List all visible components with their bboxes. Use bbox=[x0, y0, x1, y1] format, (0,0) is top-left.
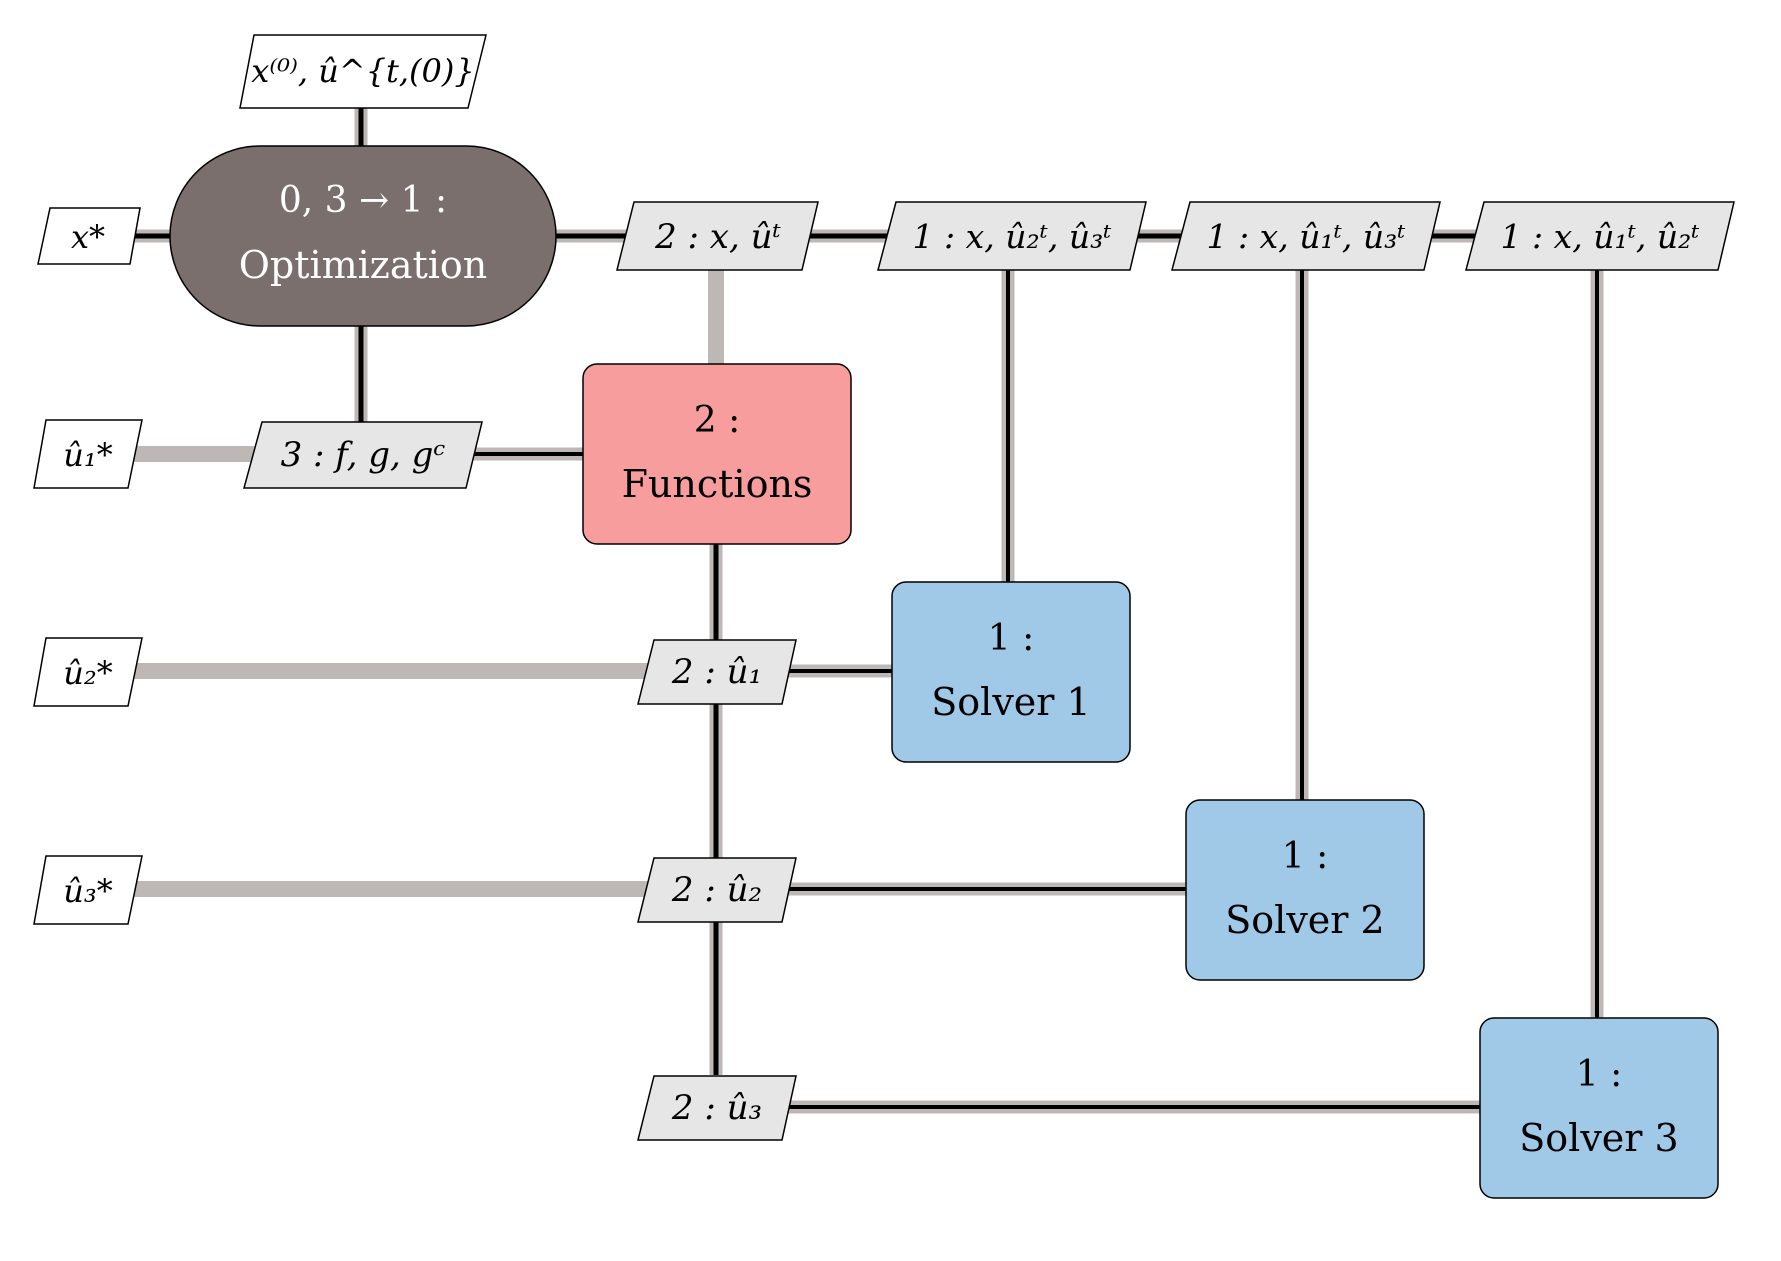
solver3-node[interactable]: 1 : Solver 3 bbox=[1479, 1017, 1719, 1199]
data-u3-label: 2 : û₃ bbox=[671, 1088, 762, 1128]
data-u1-star-label: û₁* bbox=[63, 436, 112, 474]
data-u1-label: 2 : û₁ bbox=[671, 652, 762, 692]
solver2-node[interactable]: 1 : Solver 2 bbox=[1185, 799, 1425, 981]
data-u2-star[interactable]: û₂* bbox=[33, 637, 143, 707]
optimizer-step: 0, 3 → 1 : bbox=[279, 180, 447, 221]
data-u1-star[interactable]: û₁* bbox=[33, 419, 143, 489]
functions-name: Functions bbox=[622, 462, 813, 506]
functions-node[interactable]: 2 : Functions bbox=[582, 363, 852, 545]
solver2-step: 1 : bbox=[1282, 836, 1328, 877]
data-opt-to-func-label: 2 : x, ûᵗ bbox=[654, 217, 781, 257]
solver2-name: Solver 2 bbox=[1225, 898, 1384, 942]
data-x-star[interactable]: x* bbox=[37, 207, 141, 265]
data-u1[interactable]: 2 : û₁ bbox=[637, 639, 797, 705]
solver1-step: 1 : bbox=[988, 618, 1034, 659]
data-opt-to-s1-label: 1 : x, û₂ᵗ, û₃ᵗ bbox=[913, 217, 1112, 256]
data-u2[interactable]: 2 : û₂ bbox=[637, 857, 797, 923]
data-initial[interactable]: x⁽⁰⁾, û^{t,(0)} bbox=[239, 34, 487, 109]
data-opt-to-s3[interactable]: 1 : x, û₁ᵗ, û₂ᵗ bbox=[1465, 201, 1735, 271]
data-func-to-opt-label: 3 : f, g, gᶜ bbox=[281, 435, 446, 475]
data-opt-to-s2-label: 1 : x, û₁ᵗ, û₃ᵗ bbox=[1207, 217, 1406, 256]
data-opt-to-func[interactable]: 2 : x, ûᵗ bbox=[616, 201, 819, 271]
data-opt-to-s3-label: 1 : x, û₁ᵗ, û₂ᵗ bbox=[1501, 217, 1700, 256]
solver1-node[interactable]: 1 : Solver 1 bbox=[891, 581, 1131, 763]
solver1-name: Solver 1 bbox=[931, 680, 1090, 724]
solver3-step: 1 : bbox=[1576, 1054, 1622, 1095]
data-opt-to-s2[interactable]: 1 : x, û₁ᵗ, û₃ᵗ bbox=[1171, 201, 1441, 271]
data-opt-to-s1[interactable]: 1 : x, û₂ᵗ, û₃ᵗ bbox=[877, 201, 1147, 271]
data-u2-star-label: û₂* bbox=[63, 654, 112, 692]
optimizer-node[interactable]: 0, 3 → 1 : Optimization bbox=[169, 145, 557, 327]
data-x-star-label: x* bbox=[71, 218, 105, 256]
solver3-name: Solver 3 bbox=[1519, 1116, 1678, 1160]
data-u3-star[interactable]: û₃* bbox=[33, 855, 143, 925]
optimizer-name: Optimization bbox=[239, 243, 488, 287]
functions-step: 2 : bbox=[694, 400, 740, 441]
data-func-to-opt[interactable]: 3 : f, g, gᶜ bbox=[243, 421, 483, 489]
data-u2-label: 2 : û₂ bbox=[671, 870, 762, 910]
data-u3-star-label: û₃* bbox=[63, 872, 112, 910]
data-initial-label: x⁽⁰⁾, û^{t,(0)} bbox=[251, 52, 474, 90]
data-u3[interactable]: 2 : û₃ bbox=[637, 1075, 797, 1141]
